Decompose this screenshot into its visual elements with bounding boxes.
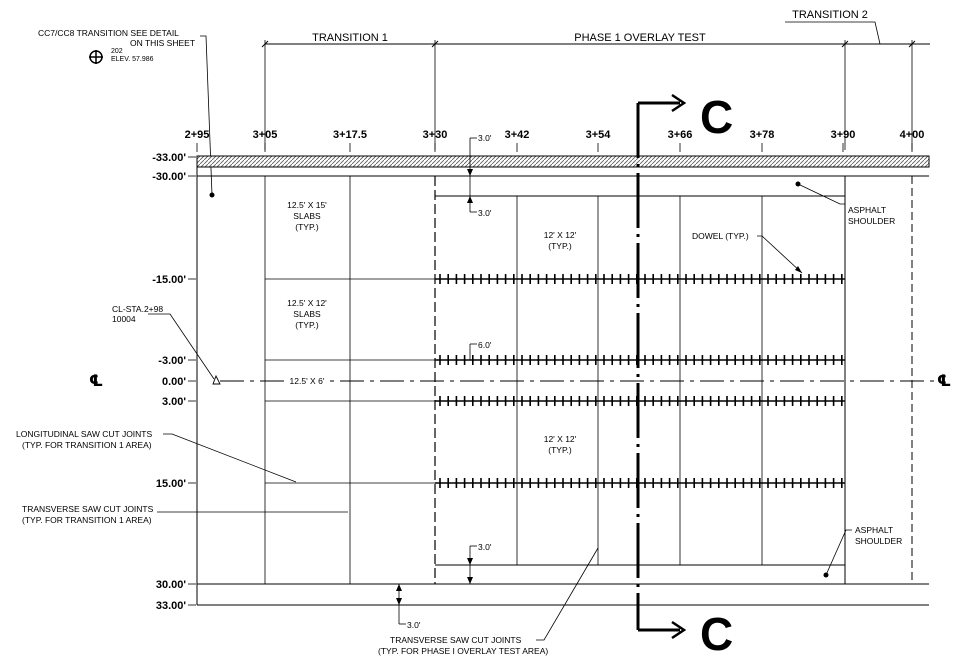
- asphalt-top-leader: [797, 183, 845, 205]
- transverse-saw-cut-p1-label: TRANSVERSE SAW CUT JOINTS: [390, 635, 522, 645]
- cc-note-point: [209, 192, 215, 198]
- station-label: 3+30: [423, 129, 448, 141]
- longitudinal-saw-cut-leader: [163, 433, 297, 483]
- station-label: 3+78: [750, 129, 775, 141]
- cl-sta-leader: [148, 313, 215, 380]
- station-label: 2+95: [185, 129, 210, 141]
- station-label: 3+42: [505, 129, 530, 141]
- slab-label: 12.5' X 12': [287, 298, 327, 308]
- survey-point-id: 202: [111, 48, 123, 55]
- station-label: 3+54: [586, 129, 612, 141]
- asphalt-shoulder-label: SHOULDER: [855, 536, 902, 546]
- dowel-leader-arrow: [795, 266, 802, 273]
- header-transition-1: TRANSITION 1: [312, 32, 388, 44]
- offset-label: -3.00': [158, 355, 186, 367]
- offset-label: 0.00': [162, 376, 186, 388]
- slab-label: SLABS: [293, 309, 321, 319]
- asphalt-shoulder-label: ASPHALT: [855, 525, 893, 535]
- note-cc-leader: [200, 35, 213, 196]
- dowel-label: DOWEL (TYP.): [692, 231, 749, 241]
- dimension-bottom-a: 3.0': [478, 542, 492, 552]
- header-dimensions: [261, 21, 930, 150]
- section-marker-top: C: [700, 91, 733, 143]
- survey-point-elevation: ELEV. 57.986: [111, 56, 154, 63]
- station-ticks: [196, 143, 913, 152]
- longitudinal-saw-cut-label: (TYP. FOR TRANSITION 1 AREA): [22, 440, 152, 450]
- slab-label: (TYP.): [548, 445, 572, 455]
- note-cc-line1: CC7/CC8 TRANSITION SEE DETAIL: [38, 28, 179, 38]
- transverse-saw-cut-t1-label: TRANSVERSE SAW CUT JOINTS: [22, 504, 154, 514]
- asphalt-top-dot: [795, 181, 801, 187]
- offset-label: 15.00': [156, 478, 187, 490]
- station-label: 3+17.5: [333, 129, 367, 141]
- pavement-edge-lines: [196, 167, 929, 606]
- offset-ticks: [188, 156, 196, 606]
- header-phase-1-overlay-test: PHASE 1 OVERLAY TEST: [574, 32, 706, 44]
- dowel-rows: [435, 274, 845, 488]
- station-label: 3+66: [668, 129, 693, 141]
- survey-control-point-icon: [89, 50, 103, 64]
- slab-label: (TYP.): [295, 320, 319, 330]
- transverse-saw-cut-p1-label: (TYP. FOR PHASE I OVERLAY TEST AREA): [378, 646, 548, 656]
- section-marker-bottom: C: [700, 608, 733, 660]
- offset-label: 33.00': [156, 600, 187, 612]
- offset-label: 3.00': [162, 396, 186, 408]
- transverse-saw-cut-t1-label: (TYP. FOR TRANSITION 1 AREA): [22, 515, 152, 525]
- slab-label: (TYP.): [295, 222, 319, 232]
- dowel-leader: [757, 235, 803, 274]
- dimension-bottom-b: 3.0': [407, 620, 421, 630]
- cl-sta-label: CL-STA.2+98: [112, 304, 163, 314]
- slab-label: 12.5' X 15': [287, 200, 327, 210]
- dimension-top-b: 3.0': [478, 208, 492, 218]
- longitudinal-saw-cut-label: LONGITUDINAL SAW CUT JOINTS: [16, 429, 153, 439]
- station-label: 3+90: [831, 129, 856, 141]
- offset-label: -30.00': [152, 171, 186, 183]
- note-cc-line2: ON THIS SHEET: [130, 38, 195, 48]
- offset-label: -33.00': [152, 152, 186, 164]
- hatched-curb-strip: [196, 155, 930, 168]
- slab-label: 12' X 12': [544, 230, 577, 240]
- slab-6-label-mask: [284, 374, 330, 386]
- slab-label: SLABS: [293, 211, 321, 221]
- station-labels: 2+95 3+05 3+17.5 3+30 3+42 3+54 3+66 3+7…: [185, 129, 925, 141]
- section-c-cut-line: [636, 93, 687, 640]
- slab-label: (TYP.): [548, 241, 572, 251]
- dimension-mid: 6.0': [478, 340, 492, 350]
- slab-label: 12.5' X 6': [290, 376, 325, 386]
- offset-label: -15.00': [152, 274, 186, 286]
- station-label: 3+05: [253, 129, 278, 141]
- phase-1-slab-grid: [434, 176, 913, 584]
- dimension-top-a: 3.0': [478, 133, 492, 143]
- asphalt-bottom-dot: [823, 572, 829, 578]
- transition-1-slab-grid: [264, 176, 435, 584]
- header-transition-2: TRANSITION 2: [792, 9, 868, 21]
- offset-labels: -33.00' -30.00' -15.00' -3.00' 0.00' 3.0…: [152, 152, 186, 612]
- station-label: 4+00: [900, 129, 925, 141]
- asphalt-bottom-leader: [825, 529, 852, 576]
- dimension-callouts: [396, 137, 477, 625]
- cl-sta-label: 10004: [112, 314, 136, 324]
- centerline-symbol-left: ℄: [89, 373, 103, 390]
- centerline-symbol-right: ℄: [937, 373, 951, 390]
- cl-sta-triangle-icon: [212, 374, 221, 385]
- asphalt-shoulder-label: SHOULDER: [848, 216, 895, 226]
- slab-label: 12' X 12': [544, 434, 577, 444]
- asphalt-shoulder-label: ASPHALT: [848, 205, 886, 215]
- offset-label: 30.00': [156, 579, 187, 591]
- transverse-saw-cut-p1-leader: [536, 547, 599, 641]
